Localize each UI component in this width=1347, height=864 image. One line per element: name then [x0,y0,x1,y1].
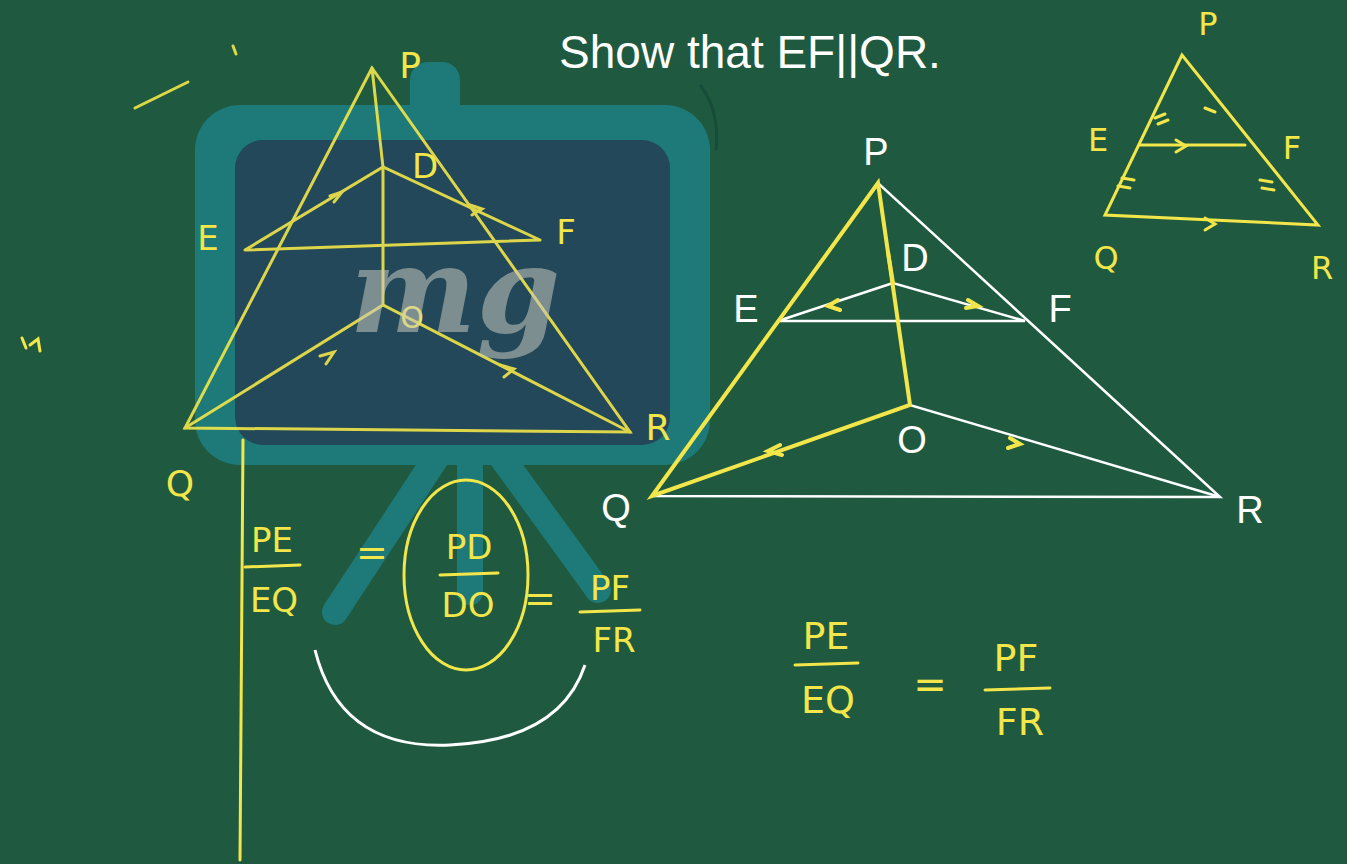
board-frame [195,105,710,465]
vertex-label: Q [601,489,631,527]
fraction-denominator: FR [996,703,1044,741]
fraction-denominator: EQ [801,681,855,719]
sketch-vertex-label: Q [166,466,194,502]
midpoint-triangle [1105,55,1318,230]
title: Show that EF||QR. [559,29,941,75]
sketch-vertex-label: P [399,48,421,84]
vertex-label: E [733,290,758,328]
vertex-label: F [1048,290,1071,328]
fraction-numerator: PE [251,523,293,557]
vertex-label: F [1283,132,1301,164]
sketch-vertex-label: R [645,410,670,446]
fraction-bars [22,338,1050,860]
vertex-label: E [1088,124,1108,156]
watermark: mg [350,230,561,350]
vertex-label: P [863,133,888,171]
board-screen [235,140,670,445]
fraction-numerator: PE [803,617,850,655]
equals-sign: = [913,664,947,704]
main-triangle [652,183,1220,497]
equals-sign: = [356,533,388,571]
sketch-vertex-label: D [412,149,438,183]
sketch-triangle [135,46,630,432]
fraction-numerator: PD [446,530,493,564]
board-mark [700,85,717,150]
fraction-denominator: EQ [250,583,298,617]
vertex-label: P [1198,8,1217,40]
vertex-label: R [1311,252,1333,284]
vertex-label: R [1236,491,1263,529]
equals-sign: = [524,579,556,617]
board-watermark [195,62,717,612]
sketch-vertex-label: E [197,221,218,255]
fraction-denominator: FR [592,623,635,657]
vertex-label: O [897,421,927,459]
fraction-numerator: PF [994,639,1039,677]
fraction-numerator: PF [590,571,630,605]
pairing-arc [315,650,585,745]
vertex-label: D [901,239,928,277]
highlight-path [652,183,1020,496]
vertex-label: Q [1093,242,1118,274]
fraction-denominator: DO [442,588,495,622]
